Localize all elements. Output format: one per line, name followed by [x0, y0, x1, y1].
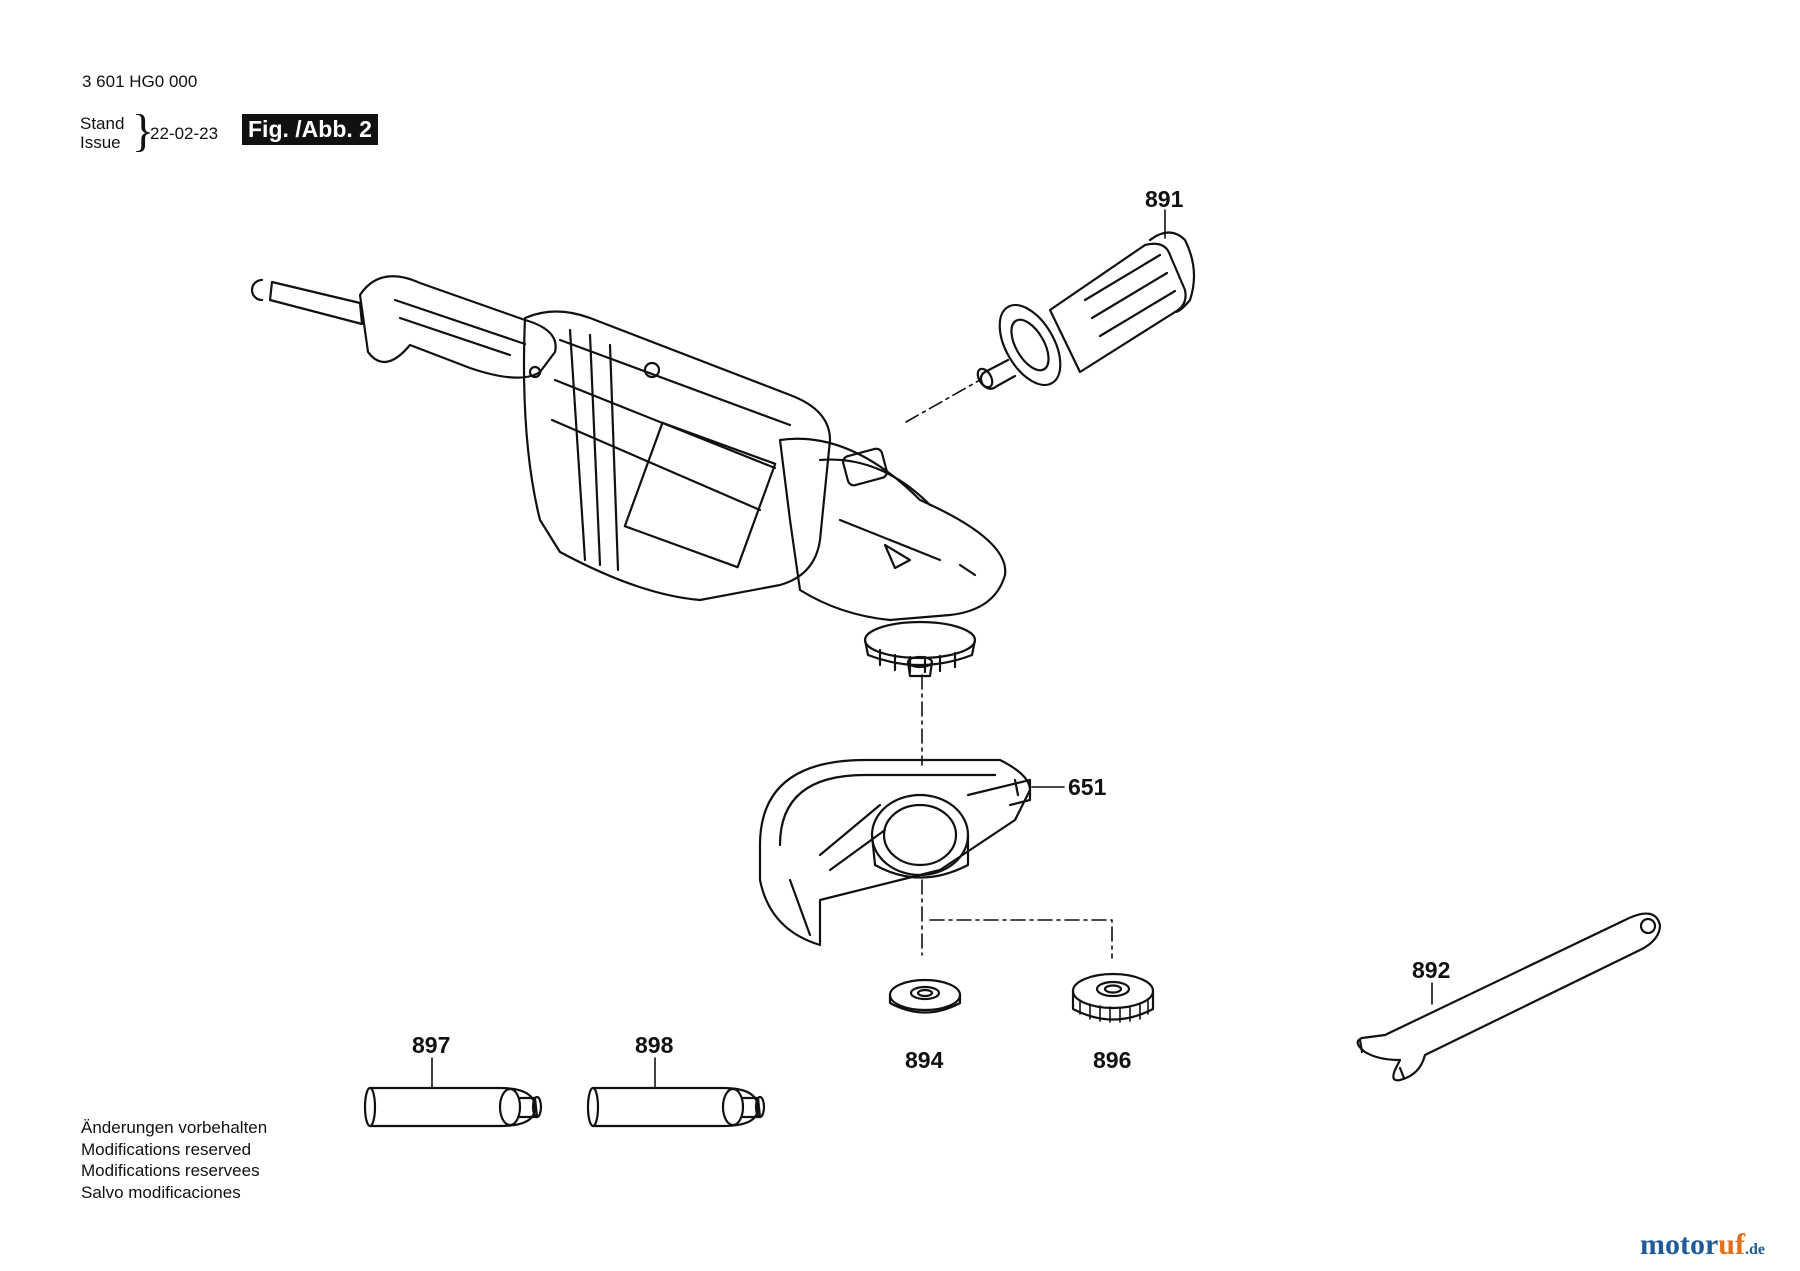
part-label-897: 897 — [412, 1032, 450, 1058]
part-label-896: 896 — [1093, 1047, 1131, 1073]
leader-lines — [431, 209, 1433, 1088]
grease-tube-part-898 — [586, 1086, 766, 1128]
wheel-guard-part — [758, 758, 1032, 947]
notice-line-de: Änderungen vorbehalten — [81, 1118, 268, 1137]
modifications-notice: Änderungen vorbehalten Modifications res… — [81, 1117, 267, 1203]
part-label-651: 651 — [1068, 774, 1107, 800]
assembly-lines — [905, 379, 1113, 959]
issue-label: Issue — [80, 133, 121, 152]
watermark-logo: motoruf.de — [1640, 1228, 1765, 1261]
part-label-898: 898 — [635, 1032, 674, 1058]
notice-line-fr: Modifications reservees — [81, 1161, 260, 1180]
part-label-891: 891 — [1145, 186, 1184, 212]
issue-date: 22-02-23 — [150, 124, 219, 143]
stand-issue-labels: Stand Issue — [80, 114, 124, 152]
brace-icon: } — [132, 105, 155, 156]
mounting-flange-part — [888, 978, 962, 1014]
part-label-894: 894 — [905, 1047, 944, 1073]
notice-line-en: Modifications reserved — [81, 1139, 252, 1159]
stand-label: Stand — [80, 114, 125, 133]
notice-line-es: Salvo modificaciones — [81, 1182, 241, 1202]
angle-grinder-illustration — [250, 275, 1007, 678]
spanner-wrench-part — [1356, 912, 1662, 1082]
part-label-892: 892 — [1412, 957, 1450, 983]
side-handle-part — [976, 231, 1196, 390]
clamping-nut-part — [1071, 972, 1155, 1023]
part-number: 3 601 HG0 000 — [82, 72, 198, 91]
grease-tube-part-897 — [363, 1086, 543, 1128]
figure-label: Fig. /Abb. 2 — [242, 114, 378, 145]
